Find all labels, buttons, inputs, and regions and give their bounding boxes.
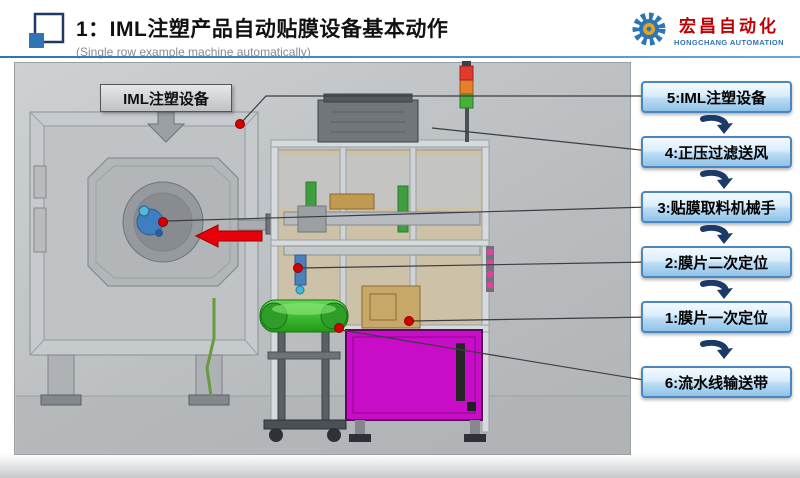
machine-image-panel [14, 62, 631, 455]
flow-arrow [699, 278, 734, 301]
title-block: 1：IML注塑产品自动贴膜设备基本动作 (Single row example … [76, 13, 448, 59]
page-subtitle: (Single row example machine automaticall… [76, 45, 311, 59]
curved-arrow-icon [699, 224, 733, 244]
page-title: 1：IML注塑产品自动贴膜设备基本动作 [76, 18, 449, 41]
brand-name-cn: 宏昌自动化 [679, 16, 780, 36]
header-divider [0, 56, 800, 58]
curved-arrow-icon [699, 279, 733, 299]
callout-step-4: 4:正压过滤送风 [641, 136, 792, 168]
callout-step-6: 6:流水线输送带 [641, 366, 792, 398]
brand-text: 宏昌自动化 HONGCHANG AUTOMATION [674, 12, 784, 47]
slide-footer-shading [0, 454, 800, 478]
callout-step-3: 3:贴膜取料机械手 [641, 191, 792, 223]
flow-arrow [699, 333, 734, 366]
flow-arrow [699, 113, 734, 136]
curved-arrow-icon [699, 169, 733, 189]
gear-icon [632, 12, 666, 46]
callout-step-2: 2:膜片二次定位 [641, 246, 792, 278]
flow-arrow [699, 223, 734, 246]
curved-arrow-icon [699, 339, 733, 359]
corner-squares-icon [29, 12, 65, 48]
curved-arrow-icon [699, 114, 733, 134]
callout-step-1: 1:膜片一次定位 [641, 301, 792, 333]
callout-list: 5:IML注塑设备 4:正压过滤送风 3:贴膜取料机械手 2:膜片二次定位 1:… [641, 81, 792, 398]
machine-label: IML注塑设备 [100, 84, 232, 112]
flow-arrow [699, 168, 734, 191]
company-logo: 宏昌自动化 HONGCHANG AUTOMATION [631, 11, 784, 47]
callout-step-5: 5:IML注塑设备 [641, 81, 792, 113]
brand-name-en: HONGCHANG AUTOMATION [674, 37, 784, 47]
